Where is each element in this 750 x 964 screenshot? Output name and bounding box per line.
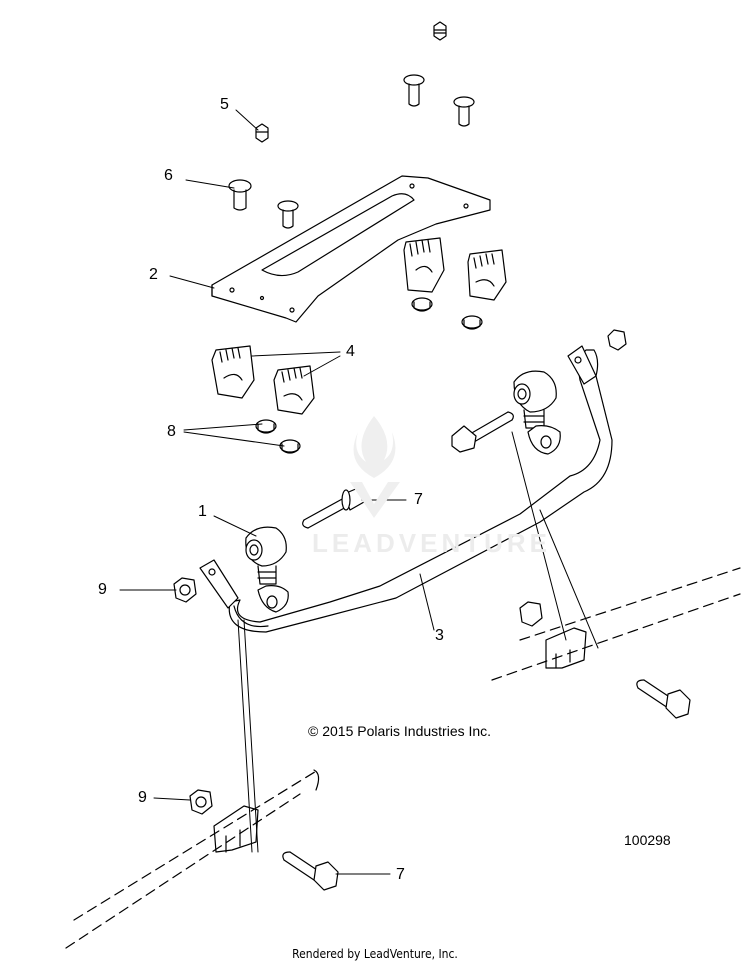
leader-lines — [119, 109, 435, 875]
flange-nut-part8 — [279, 439, 301, 454]
callout-4: 4 — [346, 343, 355, 360]
flange-nut-part9 — [189, 789, 213, 815]
callout-2: 2 — [149, 266, 158, 283]
carriage-bolt — [277, 200, 299, 229]
callout-8: 8 — [167, 423, 176, 440]
callout-1: 1 — [198, 503, 207, 520]
callout-9-upper: 9 — [98, 581, 107, 598]
frame-bracket — [213, 805, 259, 853]
end-link — [513, 370, 561, 455]
bushing — [467, 249, 507, 301]
bushing — [403, 237, 445, 293]
assembly-lines — [237, 431, 599, 853]
callout-6: 6 — [164, 167, 173, 184]
flange-bolt — [282, 851, 339, 891]
diagram-number: 100298 — [624, 832, 671, 848]
flange-nut — [461, 315, 483, 330]
callout-7-lower: 7 — [396, 866, 405, 883]
flange-nut — [411, 297, 433, 312]
callout-9-lower: 9 — [138, 789, 147, 806]
leadventure-watermark-text: LEADVENTURE — [312, 528, 552, 558]
callout-5: 5 — [220, 96, 229, 113]
leadventure-watermark-logo — [350, 416, 400, 518]
copyright-text: © 2015 Polaris Industries Inc. — [308, 723, 492, 739]
top-small-nut — [433, 21, 447, 41]
flange-nut — [519, 601, 543, 627]
callout-7-upper: 7 — [414, 491, 423, 508]
flange-nut-part8 — [255, 419, 277, 434]
mounting-plate — [211, 175, 491, 323]
rendered-by-footer: Rendered by LeadVenture, Inc. — [292, 947, 458, 961]
end-link — [245, 526, 289, 613]
small-nut-part5 — [255, 123, 269, 143]
carriage-bolt — [403, 74, 425, 107]
flange-bolt — [636, 679, 691, 719]
frame-bracket — [545, 627, 587, 669]
carriage-bolt — [453, 96, 475, 127]
flange-nut-part9 — [173, 577, 197, 603]
flange-bolt — [451, 411, 514, 453]
flange-nut — [607, 329, 627, 351]
bushing — [211, 345, 255, 399]
carriage-bolt — [228, 179, 252, 211]
bushing — [273, 365, 315, 415]
callout-3: 3 — [435, 627, 444, 644]
frame-outline — [65, 567, 741, 949]
